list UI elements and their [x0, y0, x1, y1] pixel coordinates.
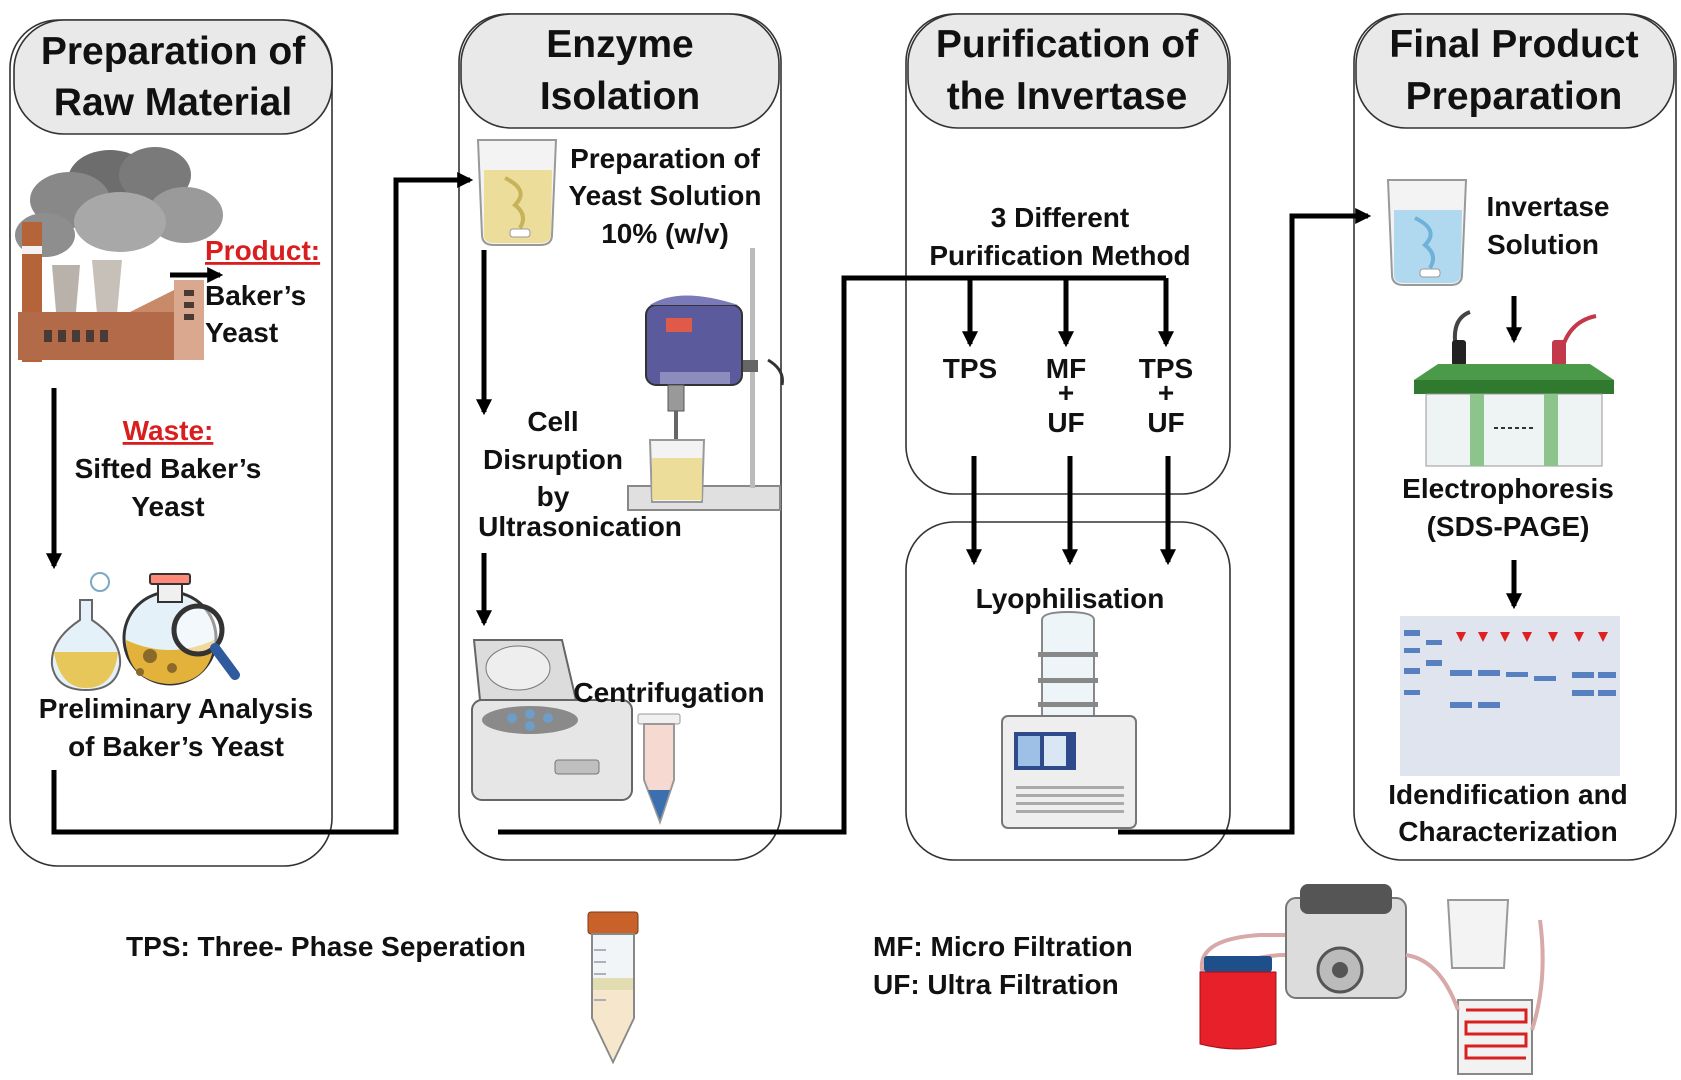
freeze-dryer-icon — [1001, 610, 1137, 829]
beaker-icon — [476, 139, 558, 246]
flask-magnifier-icon — [50, 572, 240, 692]
method-tps-uf: UF — [1147, 407, 1184, 438]
flow-arrow-raw-to-isolation — [51, 171, 474, 835]
step-text: Yeast Solution — [569, 180, 762, 211]
analysis-text: of Baker’s Yeast — [68, 731, 284, 762]
legend-mf: MF: Micro Filtration — [873, 931, 1133, 962]
step-text: Invertase — [1487, 191, 1610, 222]
analysis-text: Preliminary Analysis — [39, 693, 313, 724]
panel-title: Purification of — [936, 23, 1199, 66]
method-mf-uf: + — [1058, 377, 1074, 408]
lyophilisation-label: Lyophilisation — [976, 583, 1165, 614]
waste-text: Yeast — [131, 491, 204, 522]
step-text: by — [537, 481, 570, 512]
factory-icon — [15, 147, 223, 362]
panel-raw-material: Preparation of Raw Material — [9, 19, 333, 867]
filtration-setup-icon — [1199, 884, 1545, 1075]
panel-title: Isolation — [540, 75, 700, 118]
method-mf-uf: UF — [1047, 407, 1084, 438]
beaker-icon — [1386, 179, 1468, 286]
sds-page-gel-icon — [1400, 616, 1620, 776]
panel-title: Final Product — [1389, 23, 1638, 66]
panel-title: Preparation of — [41, 30, 306, 73]
step-text: 10% (w/v) — [601, 218, 729, 249]
panel-title: Raw Material — [54, 81, 292, 124]
step-text: Cell — [527, 406, 578, 437]
step-text: Characterization — [1398, 816, 1617, 847]
panel-enzyme-isolation: Enzyme Isolation Preparation of Yeast So… — [458, 13, 784, 861]
legend-uf: UF: Ultra Filtration — [873, 969, 1119, 1000]
step-text: Idendification and — [1388, 779, 1628, 810]
step-text: Preparation of — [570, 143, 760, 174]
ultrasonicator-icon — [627, 248, 784, 511]
method-tps: TPS — [943, 353, 997, 384]
step-text: (SDS-PAGE) — [1427, 511, 1590, 542]
waste-text: Sifted Baker’s — [75, 453, 262, 484]
flow-arrow-purification-to-final — [1118, 207, 1372, 835]
panel-purification: Purification of the Invertase 3 Differen… — [905, 13, 1231, 861]
panel-title: Enzyme — [546, 23, 693, 66]
methods-text: 3 Different — [991, 202, 1129, 233]
falcon-tube-icon — [587, 911, 639, 1065]
centrifuge-tube-icon — [637, 713, 681, 825]
panel-title: the Invertase — [947, 75, 1188, 118]
method-tps-uf: + — [1158, 377, 1174, 408]
step-text: Electrophoresis — [1402, 473, 1614, 504]
legend-tps: TPS: Three- Phase Seperation — [126, 931, 526, 962]
centrifuge-icon — [471, 639, 633, 801]
step-text: Disruption — [483, 444, 623, 475]
electrophoresis-chamber-icon — [1414, 310, 1614, 467]
method-mf-uf: MF — [1046, 353, 1086, 384]
methods-text: Purification Method — [929, 240, 1190, 271]
step-text: Ultrasonication — [478, 511, 682, 542]
waste-label: Waste: — [123, 415, 214, 446]
product-text: Baker’s — [205, 280, 306, 311]
panel-title: Preparation — [1406, 75, 1623, 118]
product-text: Yeast — [205, 317, 278, 348]
step-text: Solution — [1487, 229, 1599, 260]
method-tps-uf: TPS — [1139, 353, 1193, 384]
panel-final-product: Final Product Preparation Invertase Solu… — [1353, 13, 1677, 861]
product-label: Product: — [205, 235, 320, 266]
step-text: Centrifugation — [573, 677, 764, 708]
flow-line-isolation-to-purification — [498, 275, 1166, 835]
